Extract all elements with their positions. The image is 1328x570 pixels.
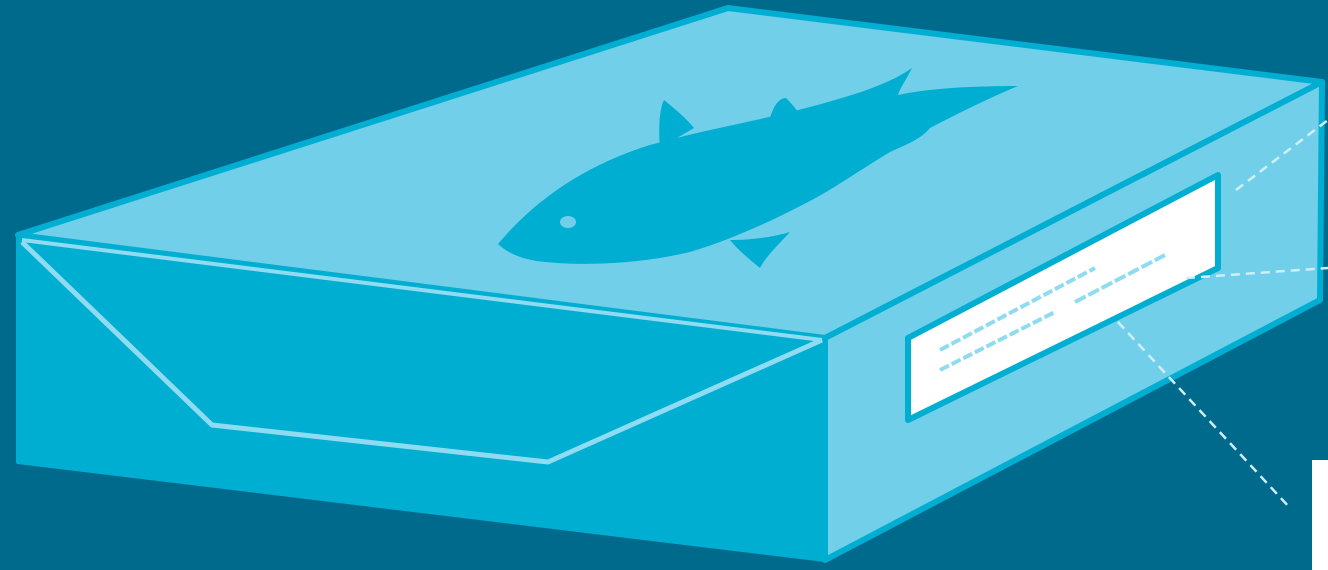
- callout-box-edge: [1312, 460, 1328, 570]
